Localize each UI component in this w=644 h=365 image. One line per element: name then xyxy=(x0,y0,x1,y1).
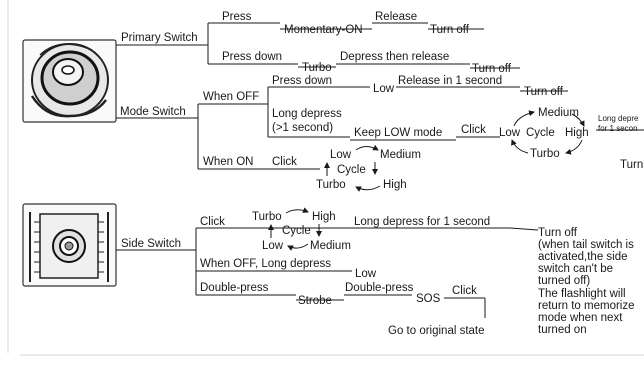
mode-click: Click xyxy=(461,124,486,136)
primary-momentary-on: Momentary-ON xyxy=(284,24,363,36)
turn-off-line-9: turned on xyxy=(538,324,587,336)
primary-press: Press xyxy=(222,11,252,23)
side-switch-label: Side Switch xyxy=(121,238,181,250)
cycle-arrow-1 xyxy=(513,110,535,127)
side-turn-off-block: Turn off (when tail switch is activated,… xyxy=(538,227,635,336)
primary-turn-off-2: Turn off xyxy=(472,63,512,75)
mode-switch-branch xyxy=(116,86,644,170)
side-click: Click xyxy=(200,216,225,228)
side-cycle: Cycle xyxy=(282,225,311,237)
turn-off-line-4: switch can't be xyxy=(538,263,613,275)
turn-off-line-3: activated,the side xyxy=(538,251,628,263)
mode-on-high: High xyxy=(383,179,407,191)
mode-when-off: When OFF xyxy=(203,91,259,103)
turn-off-line-2: (when tail switch is xyxy=(538,239,634,251)
mode-gt-1s: (>1 second) xyxy=(272,122,333,134)
side-high: High xyxy=(312,211,336,223)
turn-off-line-1: Turn off xyxy=(538,227,578,239)
mode-on-medium: Medium xyxy=(380,149,421,161)
mode-long-depr-cut: Long depre xyxy=(598,114,639,123)
turn-off-line-7: return to memorize xyxy=(538,300,635,312)
turn-off-line-8: mode when next xyxy=(538,312,623,324)
primary-turn-off-1: Turn off xyxy=(430,24,470,36)
mode-on-click: Click xyxy=(272,156,297,168)
mode-cycle-label: Cycle xyxy=(526,127,555,139)
side-arrow-1 xyxy=(285,207,309,214)
side-switch-image xyxy=(22,203,117,287)
turn-off-line-5: turned off) xyxy=(538,275,590,287)
side-go-original: Go to original state xyxy=(388,325,485,337)
mode-release-1s: Release in 1 second xyxy=(398,75,502,87)
primary-turbo: Turbo xyxy=(302,62,332,74)
mode-on-low: Low xyxy=(330,149,352,161)
mode-low: Low xyxy=(373,83,395,95)
mode-press-down: Press down xyxy=(272,75,332,87)
mode-cycle-medium: Medium xyxy=(538,107,579,119)
mode-on-turbo: Turbo xyxy=(316,179,346,191)
side-medium: Medium xyxy=(310,240,351,252)
side-sos: SOS xyxy=(416,293,441,305)
side-switch-branch xyxy=(116,227,539,318)
side-sos-click: Click xyxy=(452,285,477,297)
on-arrow-1 xyxy=(355,144,379,151)
mode-turn-cut: Turn xyxy=(620,159,643,171)
mode-keep-low: Keep LOW mode xyxy=(354,127,442,139)
side-long-depress-1s: Long depress for 1 second xyxy=(354,216,490,228)
side-low-result: Low xyxy=(355,268,377,280)
cycle-arrow-4 xyxy=(511,139,529,154)
side-low: Low xyxy=(262,240,284,252)
mode-turn-off: Turn off xyxy=(524,86,564,98)
primary-switch-image xyxy=(22,39,117,123)
primary-switch-branch xyxy=(116,22,520,69)
side-arrow-3 xyxy=(287,243,309,251)
mode-cycle-low: Low xyxy=(499,127,521,139)
side-strobe: Strobe xyxy=(298,295,332,307)
primary-press-down: Press down xyxy=(222,51,282,63)
turn-off-line-6: The flashlight will xyxy=(538,288,626,300)
side-double-press-2: Double-press xyxy=(345,282,414,294)
cycle-arrow-2 xyxy=(571,113,585,127)
mode-when-on: When ON xyxy=(203,156,254,168)
side-turbo: Turbo xyxy=(252,211,282,223)
side-when-off-long: When OFF, Long depress xyxy=(200,258,331,270)
mode-for-1-sec-cut: for 1 secon xyxy=(598,124,638,133)
mode-switch-label: Mode Switch xyxy=(120,106,186,118)
side-double-press-1: Double-press xyxy=(200,282,269,294)
mode-long-depress: Long depress xyxy=(272,108,342,120)
cycle-arrow-3 xyxy=(565,139,583,155)
mode-on-cycle: Cycle xyxy=(337,164,366,176)
primary-switch-label: Primary Switch xyxy=(121,32,198,44)
mode-cycle-high: High xyxy=(565,127,589,139)
on-arrow-3 xyxy=(355,185,381,192)
primary-depress-release: Depress then release xyxy=(340,51,449,63)
primary-release: Release xyxy=(375,11,417,23)
mode-cycle-turbo: Turbo xyxy=(530,148,560,160)
